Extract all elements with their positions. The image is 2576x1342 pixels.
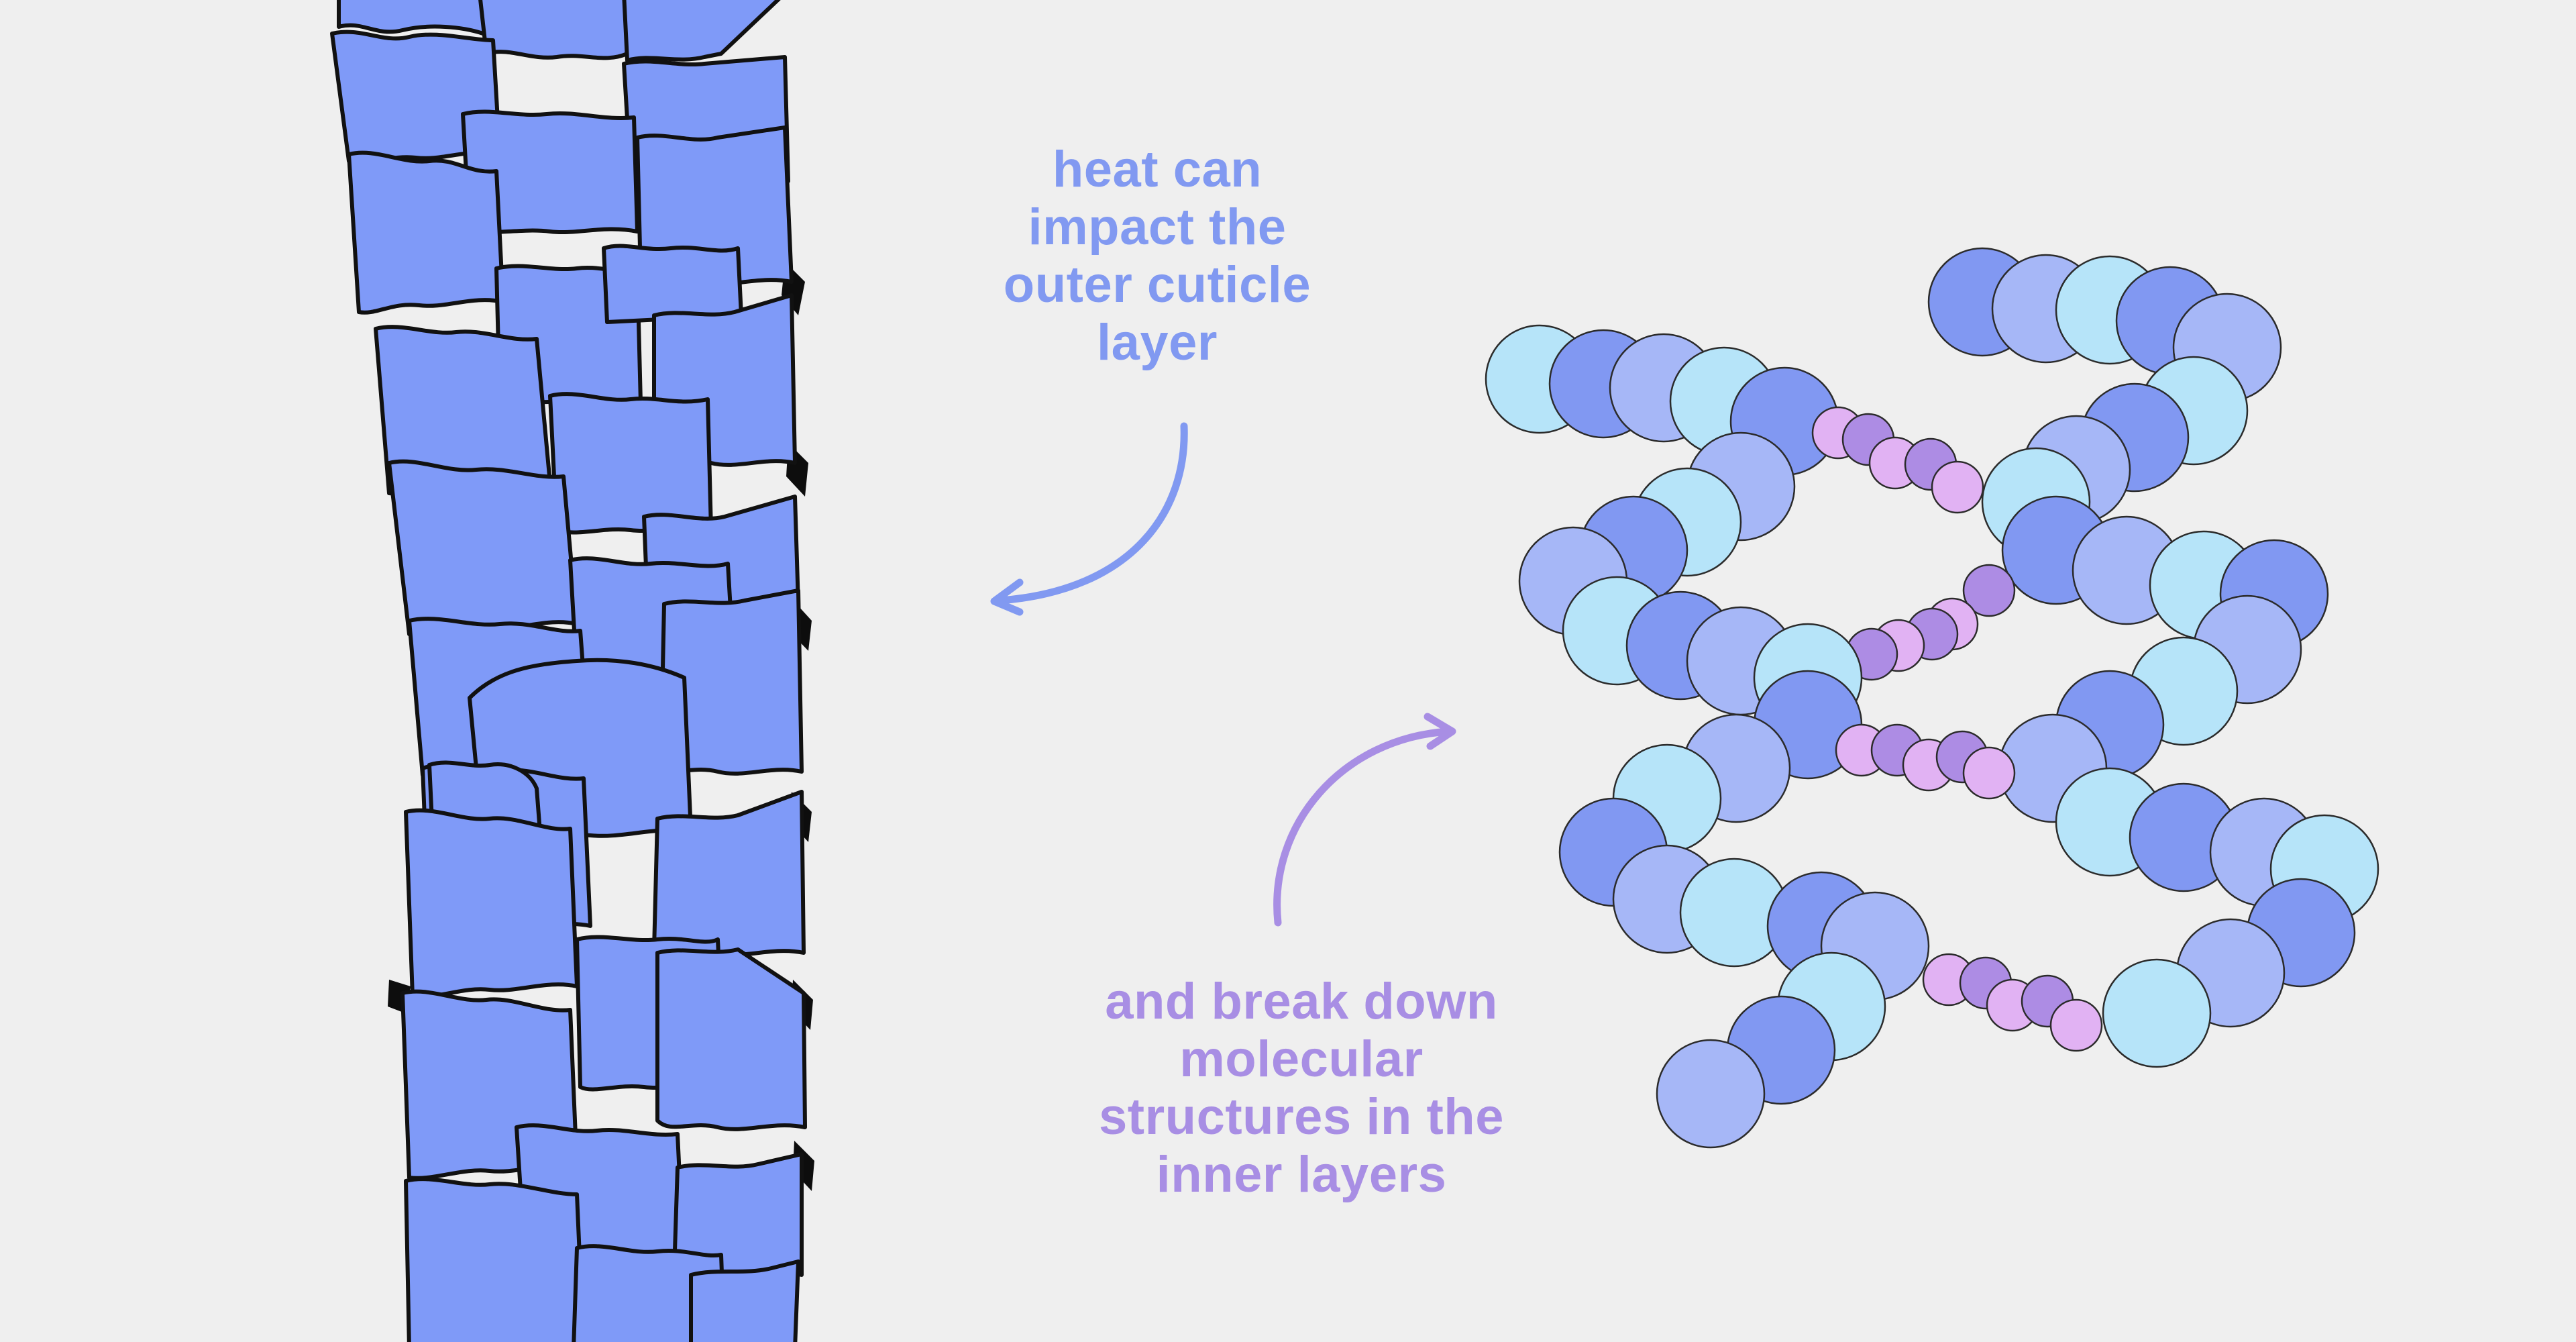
molecule-sphere bbox=[2102, 958, 2212, 1068]
hair-cuticle-illustration bbox=[330, 0, 814, 1342]
cuticle-scales bbox=[330, 0, 807, 1342]
caption-line: structures in the bbox=[1099, 1088, 1504, 1145]
molecule-bead bbox=[1962, 746, 2016, 800]
caption-heat-cuticle: heat can impact the outer cuticle layer bbox=[939, 141, 1375, 372]
molecular-helix-illustration bbox=[1485, 247, 2379, 1149]
caption-line: and break down bbox=[1105, 973, 1498, 1030]
caption-line: layer bbox=[1097, 314, 1218, 371]
caption-line: inner layers bbox=[1156, 1146, 1447, 1203]
caption-break-molecular: and break down molecular structures in t… bbox=[1046, 973, 1556, 1204]
caption-line: impact the bbox=[1028, 199, 1287, 256]
molecule-bead bbox=[2049, 998, 2103, 1052]
curved-arrow-icon bbox=[1273, 713, 1456, 927]
caption-line: heat can bbox=[1052, 141, 1263, 198]
molecule-sphere bbox=[1656, 1039, 1766, 1149]
curved-arrow-icon bbox=[990, 422, 1188, 616]
molecule-bead bbox=[1931, 460, 1984, 514]
caption-line: outer cuticle bbox=[1003, 256, 1311, 313]
caption-line: molecular bbox=[1179, 1031, 1424, 1088]
molecule-bead bbox=[1962, 564, 2016, 617]
